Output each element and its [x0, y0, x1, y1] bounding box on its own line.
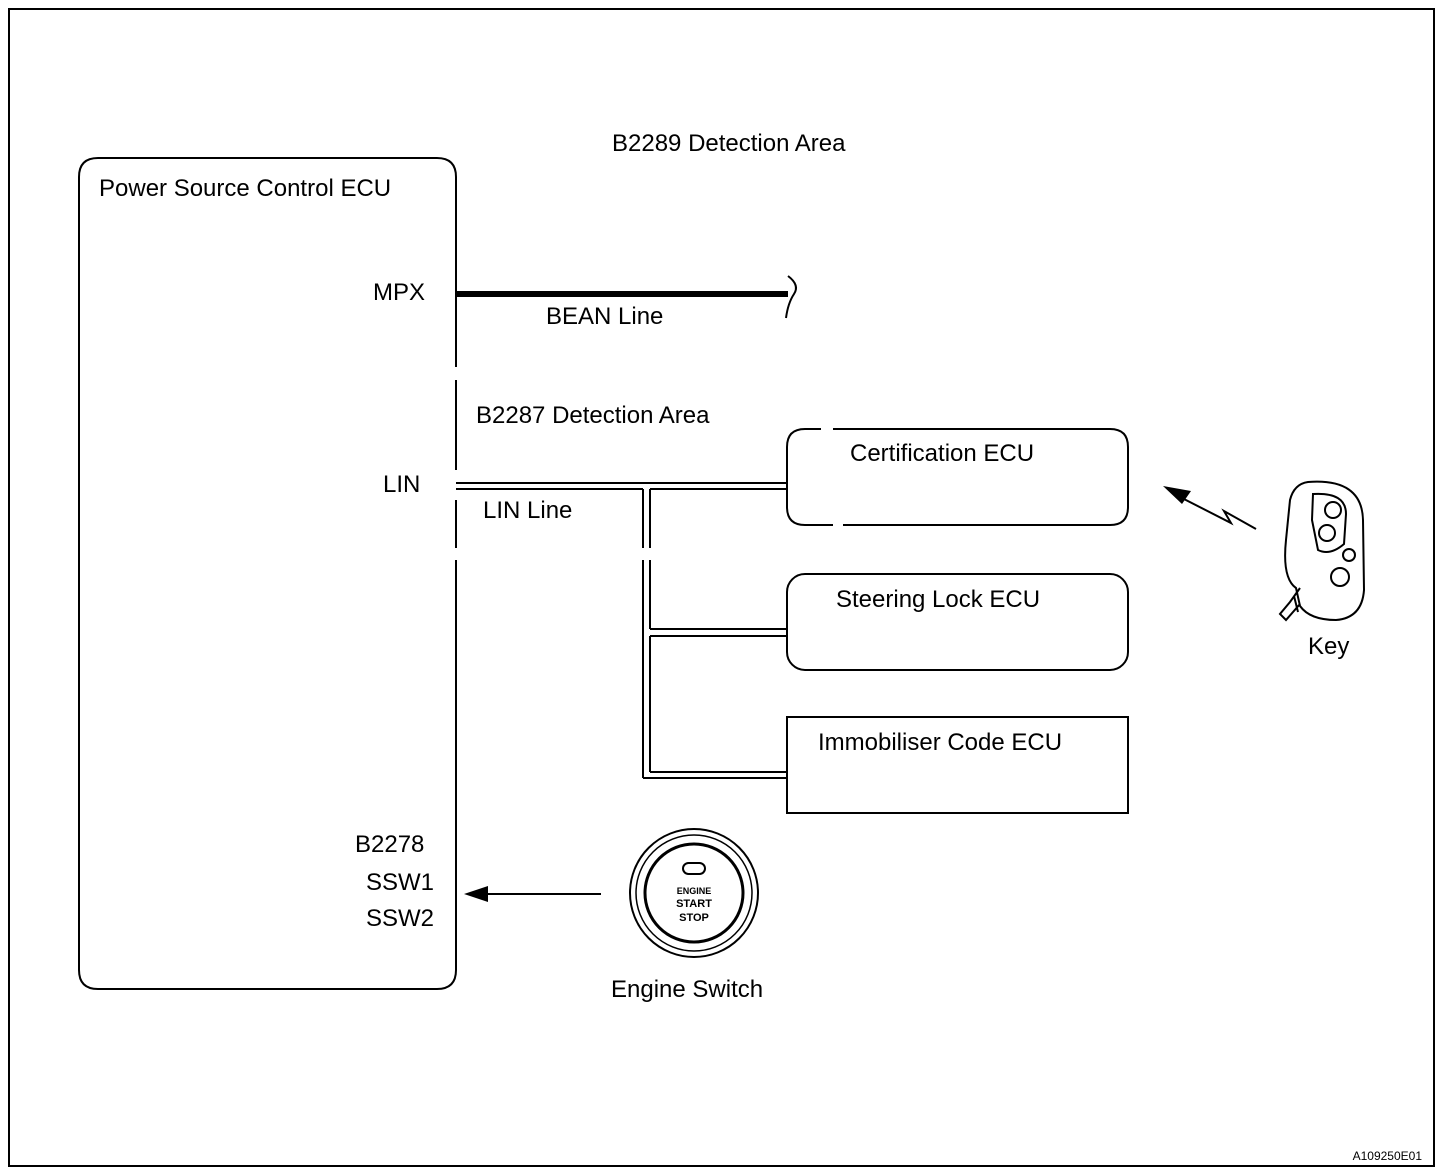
wireless-signal-arrow-icon — [1163, 486, 1257, 530]
immobiliser-code-ecu-box — [786, 716, 1129, 814]
certification-ecu-box — [786, 428, 1129, 526]
engine-button-line3: STOP — [679, 912, 709, 924]
key-label: Key — [1308, 633, 1349, 660]
engine-button-line2: START — [676, 898, 712, 910]
outer-frame — [8, 8, 1435, 1167]
b2287-detection-area-label: B2287 Detection Area — [476, 402, 710, 429]
certification-ecu-label: Certification ECU — [850, 440, 1034, 467]
lin-line-label: LIN Line — [483, 497, 572, 524]
steering-lock-ecu-label: Steering Lock ECU — [836, 586, 1040, 613]
figure-id: A109250E01 — [1353, 1149, 1423, 1163]
b2278-code-label: B2278 — [355, 831, 424, 858]
ssw1-terminal-label: SSW1 — [366, 869, 434, 896]
bean-line-label: BEAN Line — [546, 303, 663, 330]
lin-line — [456, 482, 787, 779]
engine-start-stop-button-icon: ENGINE START STOP — [629, 828, 759, 958]
ssw2-terminal-label: SSW2 — [366, 905, 434, 932]
engine-switch-signal-arrow — [464, 886, 601, 902]
immobiliser-code-ecu-label: Immobiliser Code ECU — [818, 729, 1062, 756]
b2289-detection-area-label: B2289 Detection Area — [612, 130, 846, 157]
engine-button-line1: ENGINE — [677, 886, 712, 896]
smart-key-fob-icon — [1278, 480, 1366, 622]
bean-line-break-mark — [785, 275, 797, 319]
steering-lock-ecu-box — [786, 573, 1129, 671]
engine-switch-label: Engine Switch — [611, 976, 763, 1003]
power-source-control-ecu-box — [78, 157, 457, 990]
power-source-control-ecu-label: Power Source Control ECU — [99, 175, 391, 202]
mpx-terminal-label: MPX — [373, 279, 425, 306]
lin-terminal-label: LIN — [383, 471, 420, 498]
